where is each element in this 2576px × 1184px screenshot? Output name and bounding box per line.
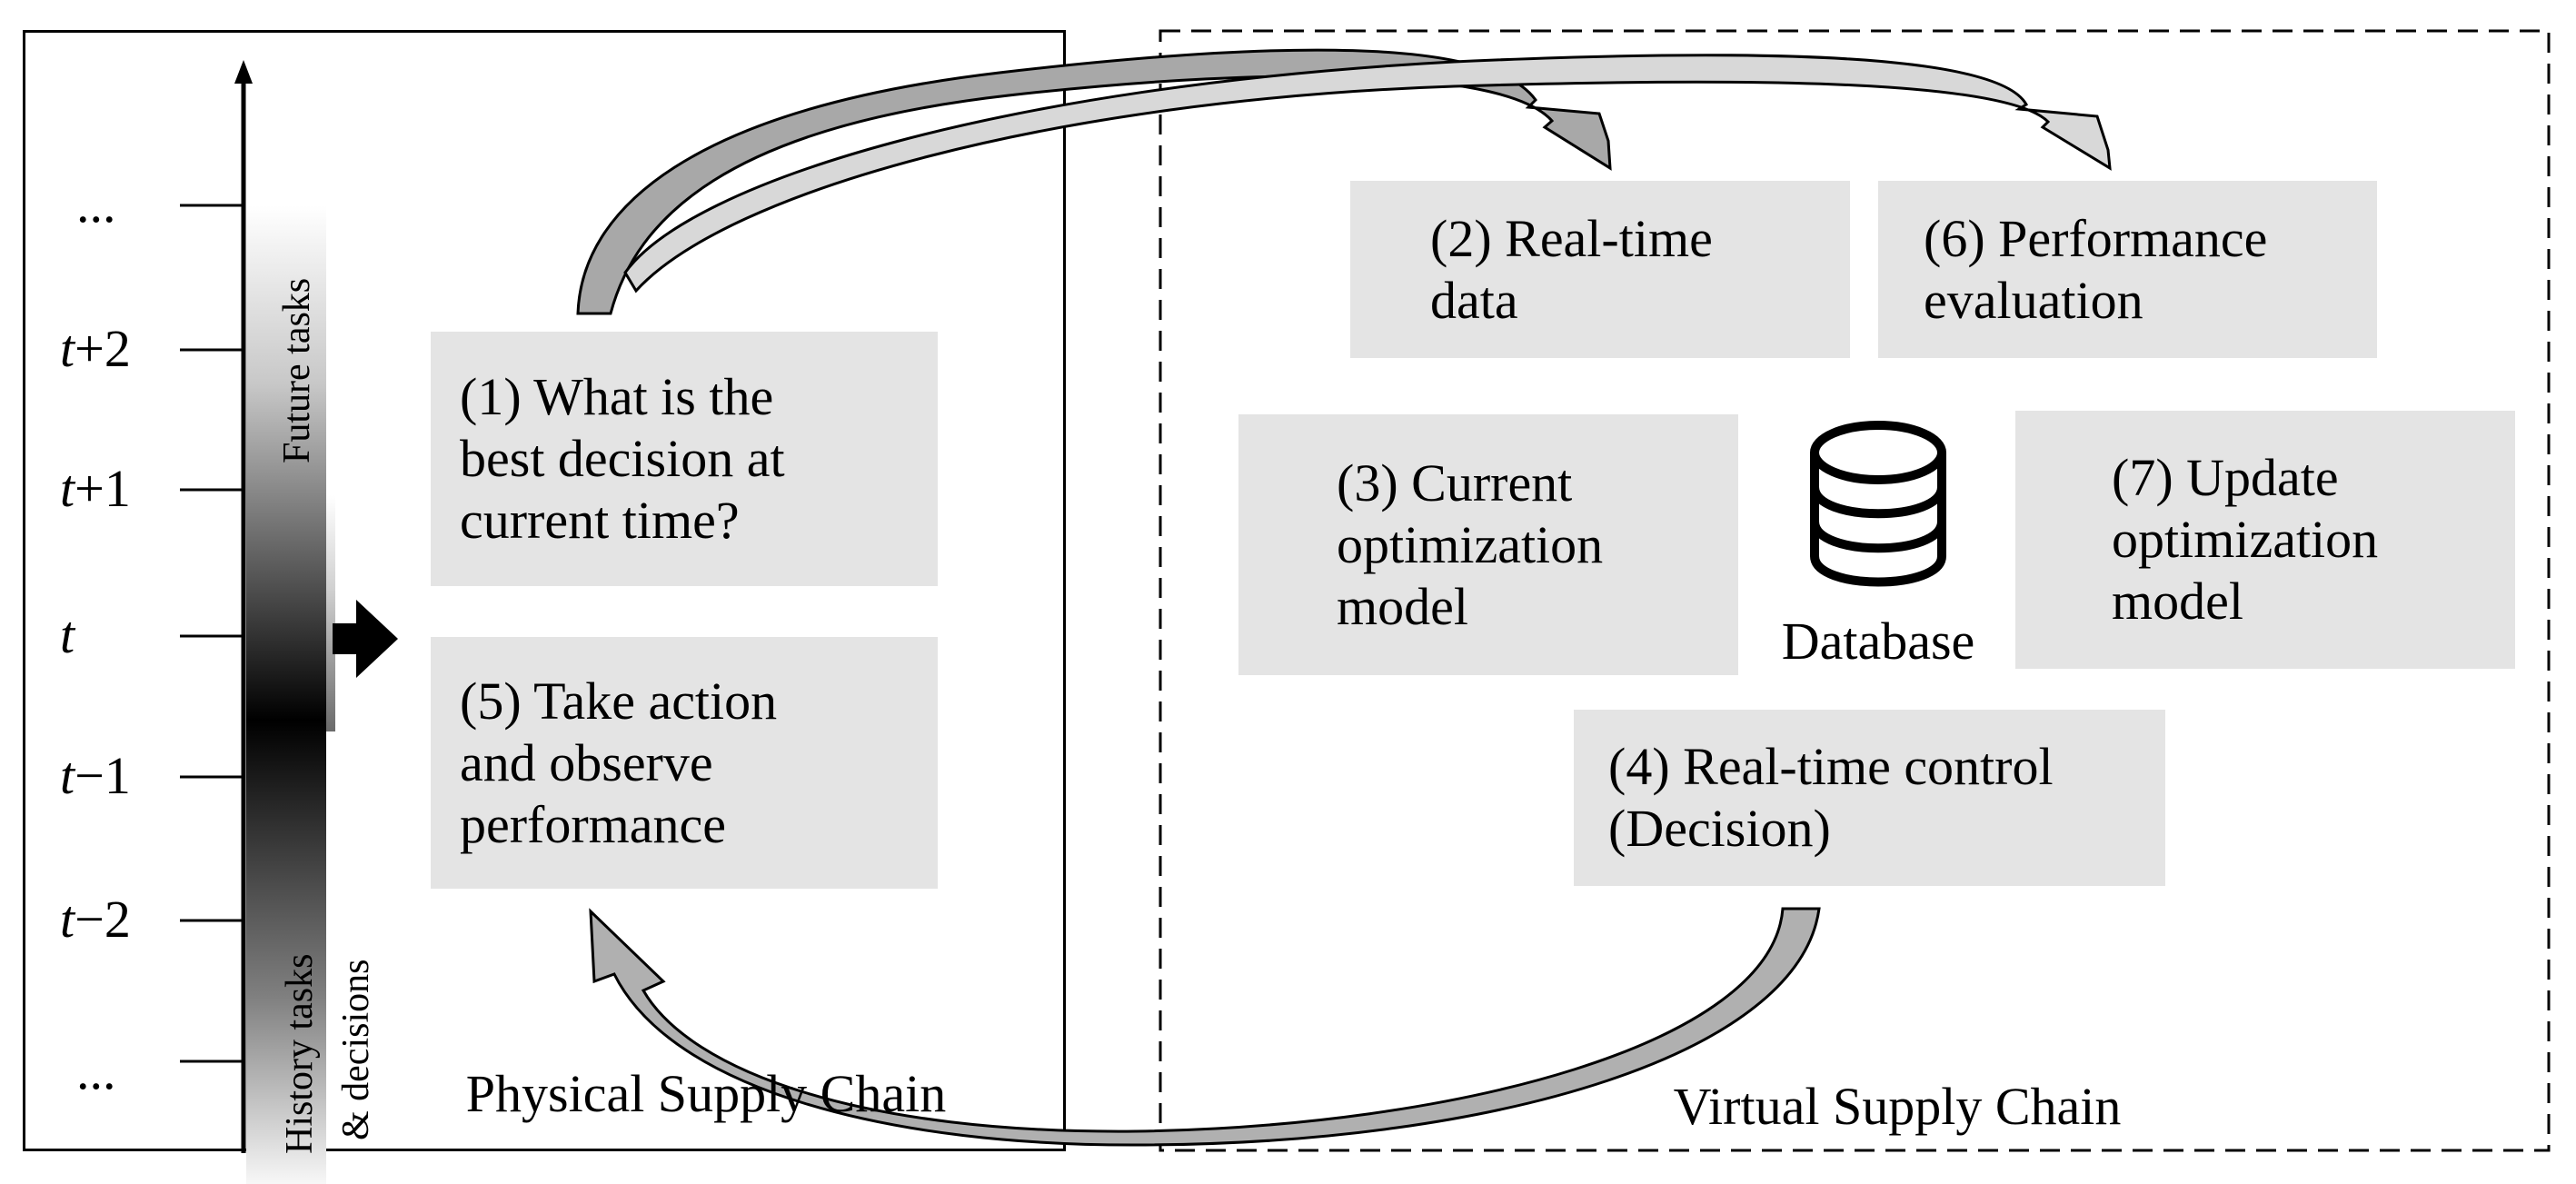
box-line: data xyxy=(1430,270,1518,330)
step-4-realtime-control-box: (4) Real-time control (Decision) xyxy=(1574,710,2165,886)
database-icon xyxy=(1810,421,1946,587)
physical-supply-chain-title: Physical Supply Chain xyxy=(465,1064,947,1123)
box-line: evaluation xyxy=(1924,270,2143,330)
step-2-realtime-data-box: (2) Real-time data xyxy=(1350,181,1850,358)
step-5-action-box: (5) Take action and observe performance xyxy=(431,637,938,889)
current-time-arrow-icon xyxy=(333,600,398,678)
box-line: (Decision) xyxy=(1608,799,1831,858)
tick-label-future-ellipsis: ... xyxy=(76,174,116,234)
box-line: (1) What is the xyxy=(460,367,774,426)
box-line: optimization xyxy=(2112,510,2379,569)
box-line: model xyxy=(1337,576,1468,636)
flow-arrow-to-virtual xyxy=(576,48,2112,315)
history-decisions-label: & decisions xyxy=(335,959,377,1140)
time-ticks xyxy=(180,204,244,1063)
box-line: (3) Current xyxy=(1337,453,1573,512)
tick-label-t-plus-1: t+1 xyxy=(60,459,131,518)
virtual-supply-chain-title: Virtual Supply Chain xyxy=(1673,1077,2122,1136)
time-gradient-bar xyxy=(246,205,326,1184)
box-line: (6) Performance xyxy=(1924,208,2268,268)
box-line: (7) Update xyxy=(2112,448,2339,507)
history-tasks-label: History tasks xyxy=(279,953,321,1155)
time-axis-arrowhead xyxy=(234,60,253,84)
box-line: (4) Real-time control xyxy=(1608,737,2054,796)
tick-label-t: t xyxy=(60,605,75,664)
tick-label-t-plus-2: t+2 xyxy=(60,319,131,378)
future-tasks-label: Future tasks xyxy=(276,277,318,463)
step-7-update-model-box: (7) Update optimization model xyxy=(2015,411,2515,669)
step-6-performance-evaluation-box: (6) Performance evaluation xyxy=(1878,181,2377,358)
box-line: current time? xyxy=(460,491,740,550)
box-line: model xyxy=(2112,572,2243,631)
step-3-current-model-box: (3) Current optimization model xyxy=(1238,414,1738,675)
tick-label-t-minus-2: t−2 xyxy=(60,890,131,949)
box-line: (2) Real-time xyxy=(1430,208,1713,268)
tick-label-past-ellipsis: ... xyxy=(76,1041,116,1100)
tick-label-t-minus-1: t−1 xyxy=(60,746,131,805)
box-line: (5) Take action xyxy=(460,671,778,731)
physical-supply-chain-frame xyxy=(23,30,1066,1151)
step-1-decision-box: (1) What is the best decision at current… xyxy=(431,332,938,586)
flow-arrow-to-physical xyxy=(589,907,1821,1147)
box-line: optimization xyxy=(1337,514,1604,574)
database-label: Database xyxy=(1781,612,1975,671)
box-line: performance xyxy=(460,794,727,854)
box-line: and observe xyxy=(460,732,713,792)
current-time-highlight xyxy=(326,495,335,731)
box-line: best decision at xyxy=(460,429,785,488)
